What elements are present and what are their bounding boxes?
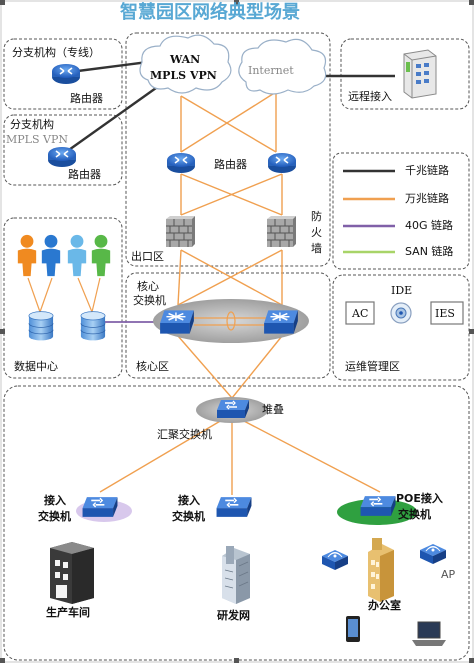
aggregation-switch-icon [216, 399, 250, 419]
firewall-label-2: 火 [311, 226, 322, 239]
ac-box [345, 301, 375, 325]
access2-label-1: 接入 [178, 494, 200, 507]
datacenter-links [27, 277, 101, 313]
remote-access-label: 远程接入 [348, 90, 392, 103]
ops-zone [332, 274, 470, 381]
diagram-title: 智慧园区网络典型场景 [120, 2, 300, 23]
aggregation-switch-label: 汇聚交换机 [157, 428, 212, 441]
poe-label-1: POE接入 [396, 492, 443, 505]
storage-disk-right-icon [80, 311, 106, 341]
legend-item-10g: 万兆链路 [405, 192, 449, 205]
ops-ies-label: IES [435, 307, 455, 320]
ap-right-icon [419, 543, 447, 565]
core-switch-left-icon [159, 309, 195, 335]
zones [3, 32, 470, 661]
legend-zone [332, 152, 470, 270]
ops-ac-label: AC [352, 307, 369, 320]
access-switch-2-icon [215, 496, 253, 518]
firewall-label-1: 防 [311, 210, 322, 223]
legend-lines [343, 169, 395, 254]
core-switch-label-2: 交换机 [133, 294, 166, 307]
access1-label-1: 接入 [44, 494, 66, 507]
core-zone [125, 272, 331, 379]
datacenter-zone [3, 217, 123, 379]
exit-zone-box [125, 32, 331, 267]
rnd-building-icon [222, 546, 250, 604]
ies-box [430, 301, 464, 325]
branch2-router-label: 路由器 [68, 168, 101, 181]
poe-label-2: 交换机 [398, 508, 431, 521]
ten-gig-links [99, 91, 381, 495]
ops-icons [345, 301, 464, 325]
datacenter-label: 数据中心 [14, 360, 58, 373]
office-label: 办公室 [368, 599, 401, 612]
ops-zone-label: 运维管理区 [345, 360, 400, 373]
wan-cloud-line2: MPLS VPN [150, 69, 217, 82]
legend-item-gigabit: 千兆链路 [405, 164, 449, 177]
core-router-right-icon [267, 152, 297, 174]
factory-label: 生产车间 [46, 606, 90, 619]
remote-zone [340, 38, 470, 110]
core-router-left-icon [166, 152, 196, 174]
mobile-phone-icon [346, 616, 360, 642]
branch2-label: 分支机构 [10, 118, 54, 131]
remote-access-icon [403, 49, 437, 99]
branch1-label: 分支机构（专线） [12, 46, 100, 59]
legend-item-40g: 40G 链路 [405, 219, 454, 232]
firewall-left-icon [165, 215, 195, 248]
branch2-router-icon [47, 146, 77, 168]
branch2-vpn-label: MPLS VPN [6, 133, 68, 146]
legend-item-san: SAN 链路 [405, 245, 454, 258]
exit-zone-label: 出口区 [131, 250, 164, 263]
user-icon-green [91, 234, 111, 277]
core-zone-label: 核心区 [136, 360, 169, 373]
internet-cloud [238, 38, 327, 95]
stack-label: 堆叠 [262, 403, 284, 416]
access-switch-1-icon [81, 496, 119, 518]
internet-cloud-label: Internet [248, 64, 294, 77]
ap-label: AP [441, 568, 456, 581]
core-switch-right-icon [263, 309, 299, 335]
firewall-right-icon [266, 215, 296, 248]
gigabit-links [65, 60, 395, 153]
branch2-zone [3, 114, 123, 186]
ap-left-icon [321, 549, 349, 571]
core-stack-link [194, 311, 266, 331]
core-switch-label-1: 核心 [137, 280, 159, 293]
office-building-icon [368, 538, 394, 602]
wan-cloud-line1: WAN [170, 53, 201, 66]
user-icon-blue [41, 234, 61, 277]
access2-label-2: 交换机 [172, 510, 205, 523]
branch1-zone [3, 38, 123, 110]
factory-building-icon [50, 542, 94, 604]
core-routers-label: 路由器 [214, 158, 247, 171]
access1-label-2: 交换机 [38, 510, 71, 523]
branch1-router-label: 路由器 [70, 92, 103, 105]
branch1-router-icon [51, 63, 81, 85]
ops-ide-label: IDE [391, 284, 413, 297]
laptop-icon [412, 621, 446, 646]
ide-icon [390, 302, 412, 324]
poe-switch-icon [359, 495, 397, 517]
firewall-label-3: 墙 [311, 242, 322, 255]
storage-disk-left-icon [28, 311, 54, 341]
rnd-label: 研发网 [217, 609, 250, 622]
user-icon-lightblue [67, 234, 87, 277]
wan-cloud [139, 34, 232, 94]
user-icon-orange [17, 234, 37, 277]
